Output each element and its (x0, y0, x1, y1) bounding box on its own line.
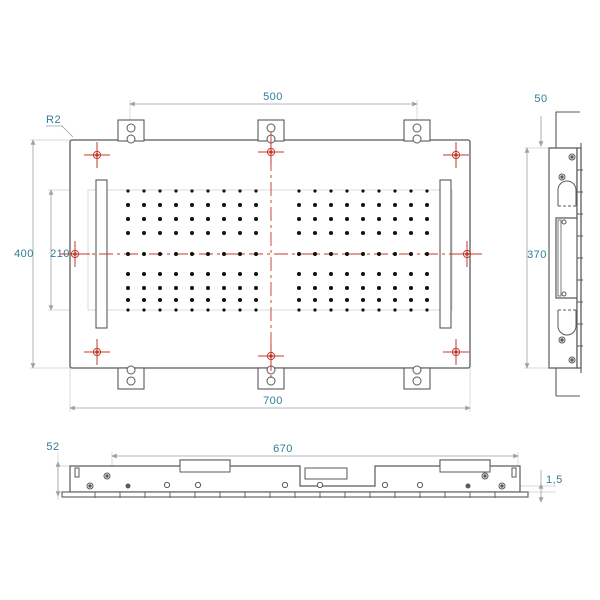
hole-row (297, 217, 429, 221)
crosshair-markers (60, 139, 482, 369)
hole-row (126, 231, 258, 235)
hole-row (126, 286, 258, 290)
hole-row (297, 252, 429, 256)
dim-50-label: 50 (534, 93, 547, 105)
dim-500-label: 500 (263, 91, 283, 103)
dim-400: 400 (14, 139, 36, 369)
crosshair-right-center (452, 241, 482, 267)
crosshair-left-center (60, 241, 90, 267)
crosshair-bottom-center (258, 343, 284, 369)
bottom-fasteners (74, 467, 517, 490)
dim-370-label: 370 (527, 249, 547, 261)
cutout-upper (557, 180, 577, 206)
pilot-hole-icon (561, 291, 567, 297)
pilot-hole-icon (561, 219, 567, 225)
hole-icon (316, 481, 324, 489)
side-view: 50 370 (524, 93, 583, 397)
hole-row (126, 272, 258, 276)
hole-row (126, 203, 258, 207)
hole-icon (125, 483, 131, 489)
hole-row (126, 217, 258, 221)
hole-row (126, 308, 258, 312)
hole-row (297, 308, 429, 312)
side-center-slot (557, 219, 562, 297)
screw-icon (86, 482, 94, 490)
dim-210-label: 210 (50, 248, 70, 260)
bottom-teeth (94, 492, 496, 498)
screw-icon (558, 336, 566, 344)
hole-icon (465, 483, 471, 489)
dim-52: 52 (46, 441, 61, 497)
hole-icon (281, 481, 289, 489)
hole-icon (416, 481, 424, 489)
bottom-notches (179, 459, 491, 480)
side-fins (577, 169, 583, 347)
crosshair-top-right (443, 142, 469, 168)
screw-icon (103, 472, 111, 480)
side-screws (558, 153, 576, 364)
hole-row (126, 189, 258, 193)
hole-icon (163, 481, 171, 489)
dim-370: 370 (524, 147, 547, 369)
notch (179, 459, 231, 473)
crosshair-bottom-right (443, 339, 469, 365)
hole-icon (194, 481, 202, 489)
dim-r2: R2 (46, 114, 74, 138)
hole-row (297, 203, 429, 207)
dim-500: 500 (129, 91, 418, 107)
crosshair-bottom-left (84, 339, 110, 365)
tab-top-right (403, 119, 431, 144)
tab-bottom-right (403, 365, 431, 390)
dim-1-5: 1,5 (538, 470, 563, 503)
dim-670-label: 670 (273, 443, 293, 455)
hole-row (126, 298, 258, 302)
hole-icon (381, 481, 389, 489)
tab-top-center (257, 119, 285, 144)
crosshair-top-center (258, 139, 284, 165)
cutout-lower (557, 310, 577, 336)
dim-700-label: 700 (263, 395, 283, 407)
dim-52-label: 52 (46, 441, 59, 453)
tab-bottom-center (257, 365, 285, 390)
bottom-view: 670 52 1,5 (46, 441, 563, 503)
screw-icon (558, 173, 566, 181)
screw-icon (568, 356, 576, 364)
hole-grid-right (297, 189, 429, 312)
mounting-tabs-bottom (117, 365, 431, 390)
dim-700: 700 (69, 395, 471, 411)
centerlines (74, 132, 468, 378)
inner-frame (87, 189, 453, 311)
edge-marker (74, 467, 80, 478)
screw-icon (568, 153, 576, 161)
hole-row (297, 272, 429, 276)
dim-r2-label: R2 (46, 114, 61, 126)
screw-icon (481, 472, 489, 480)
hole-row (297, 298, 429, 302)
tab-bottom-left (117, 365, 145, 390)
hole-row (297, 189, 429, 193)
tab-top-left (117, 119, 145, 144)
hole-row (126, 252, 258, 256)
dim-1-5-label: 1,5 (546, 474, 563, 486)
notch (304, 467, 348, 480)
side-cutouts (557, 180, 577, 336)
screw-icon (498, 482, 506, 490)
hole-grid-left (126, 189, 258, 312)
front-view: 500 700 400 210 R2 (14, 91, 482, 412)
dim-400-label: 400 (14, 248, 34, 260)
dim-670: 670 (111, 443, 519, 459)
crosshair-top-left (84, 142, 110, 168)
notch (439, 459, 491, 473)
hole-row (297, 286, 429, 290)
mounting-tabs-top (117, 119, 431, 144)
dim-50: 50 (534, 93, 547, 147)
dim-210: 210 (48, 189, 70, 311)
edge-marker (511, 467, 517, 478)
hole-row (297, 231, 429, 235)
